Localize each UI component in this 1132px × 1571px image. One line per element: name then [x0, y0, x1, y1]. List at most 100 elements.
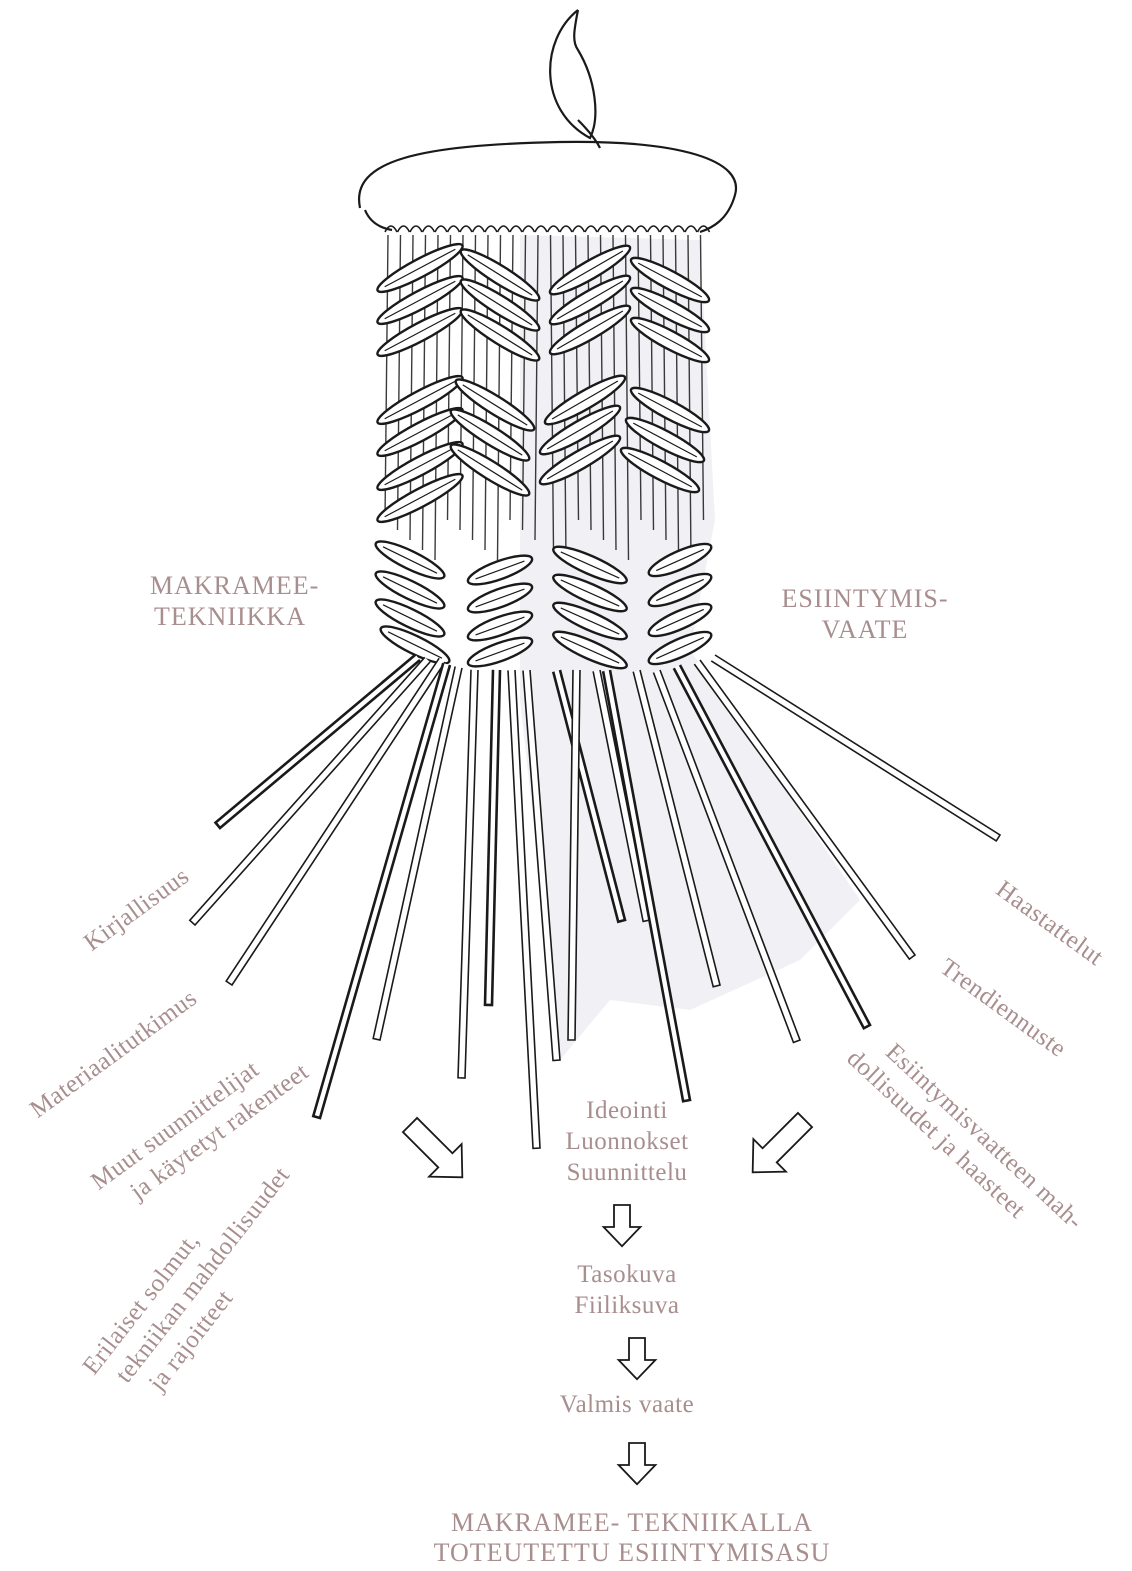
knot-twist: [637, 262, 703, 298]
scallop: [534, 225, 548, 233]
scallop: [396, 225, 411, 233]
left-heading: MAKRAMEE- TEKNIIKKA: [150, 570, 320, 632]
knot-twist: [384, 446, 456, 486]
left-heading-line: MAKRAMEE-: [150, 571, 320, 600]
knot-twist: [551, 380, 619, 420]
scallop: [384, 225, 398, 233]
left-heading-line: TEKNIIKKA: [154, 602, 306, 631]
loop-ring: [357, 140, 738, 234]
scallop: [546, 225, 561, 233]
knot-twist: [387, 631, 443, 659]
knot: [374, 570, 446, 610]
arrow: [601, 1204, 643, 1248]
process-line: Fiiliksuva: [574, 1292, 680, 1319]
knot: [548, 304, 632, 356]
cord: [534, 234, 539, 541]
knot-twist: [462, 384, 528, 426]
fringe-strand: [551, 669, 627, 924]
knot-twist: [560, 636, 620, 664]
knot-twist: [560, 551, 620, 579]
knot: [376, 440, 464, 492]
knot-twist: [632, 422, 698, 458]
knot-twist: [382, 576, 438, 604]
fringe-strand: [601, 669, 692, 1103]
knot-twist: [556, 280, 624, 320]
knot-twist: [384, 312, 456, 352]
knot: [449, 443, 531, 497]
scallop: [671, 225, 686, 233]
knot: [548, 274, 632, 326]
fringe-strand: [507, 669, 541, 1150]
scallop: [509, 225, 523, 233]
scallop: [584, 225, 598, 233]
fringe-strand: [522, 669, 561, 1062]
knot-twist: [560, 579, 620, 607]
knot: [466, 610, 534, 642]
knot: [454, 378, 536, 432]
arrow: [401, 1116, 464, 1179]
knot-twist: [637, 392, 703, 428]
hanging-cord: [549, 9, 597, 140]
knot: [647, 602, 713, 638]
scallop: [571, 225, 586, 233]
knot: [466, 636, 534, 668]
knot-twist: [382, 604, 438, 632]
knot: [466, 582, 534, 614]
knot: [543, 374, 627, 426]
knot: [624, 416, 706, 464]
fringe-strand: [188, 656, 431, 927]
knot: [647, 630, 713, 666]
knot-twist: [467, 314, 533, 356]
fringe-strand: [567, 669, 581, 1041]
process-step-finished: Valmis vaate: [559, 1391, 695, 1418]
scallop: [484, 225, 498, 233]
knot-twist: [656, 578, 704, 602]
knot: [376, 374, 464, 426]
knot-twist: [546, 410, 614, 450]
fringe-strand: [652, 669, 802, 1044]
knot-twist: [637, 322, 703, 358]
knot-twist: [467, 284, 533, 326]
knot: [376, 472, 464, 524]
knot: [459, 248, 541, 302]
knot: [629, 286, 711, 334]
cord: [637, 234, 642, 521]
fringe-strand: [693, 659, 917, 961]
fringe-strand: [632, 669, 721, 988]
cord: [624, 234, 630, 561]
scallop: [434, 225, 448, 233]
fringe-strand: [457, 669, 479, 1079]
arrow-shape: [751, 1111, 814, 1174]
scallop: [596, 225, 611, 233]
knot-twist: [457, 449, 523, 491]
knot-twist: [475, 588, 525, 608]
scallop: [409, 225, 423, 233]
knot-twist: [475, 616, 525, 636]
cord: [587, 234, 592, 531]
knot-twist: [560, 607, 620, 635]
knot-twist: [637, 292, 703, 328]
fringe-strand: [672, 664, 872, 1031]
cord: [409, 234, 414, 541]
result-line: TOTEUTETTU ESIINTYMISASU: [433, 1538, 831, 1567]
process-step-images: Tasokuva Fiiliksuva: [574, 1259, 679, 1321]
knot-rows: [374, 242, 713, 670]
process-line: Tasokuva: [577, 1261, 677, 1288]
fringe-strand: [483, 669, 502, 1007]
scallop: [471, 225, 486, 233]
arrows: [401, 1111, 814, 1486]
knot: [466, 554, 534, 586]
knot: [647, 572, 713, 608]
scallop: [559, 225, 573, 233]
arrow-shape: [616, 1442, 658, 1486]
arrow: [616, 1442, 658, 1486]
knot-twist: [384, 478, 456, 518]
knot-twist: [384, 412, 456, 452]
knot-twist: [457, 414, 523, 456]
right-heading-line: ESIINTYMIS-: [781, 584, 949, 613]
process-line: Suunnittelu: [566, 1159, 688, 1186]
knot-twist: [656, 548, 704, 572]
result-line: MAKRAMEE- TEKNIIKALLA: [450, 1508, 814, 1537]
knot: [538, 404, 622, 456]
knot-twist: [382, 546, 438, 574]
